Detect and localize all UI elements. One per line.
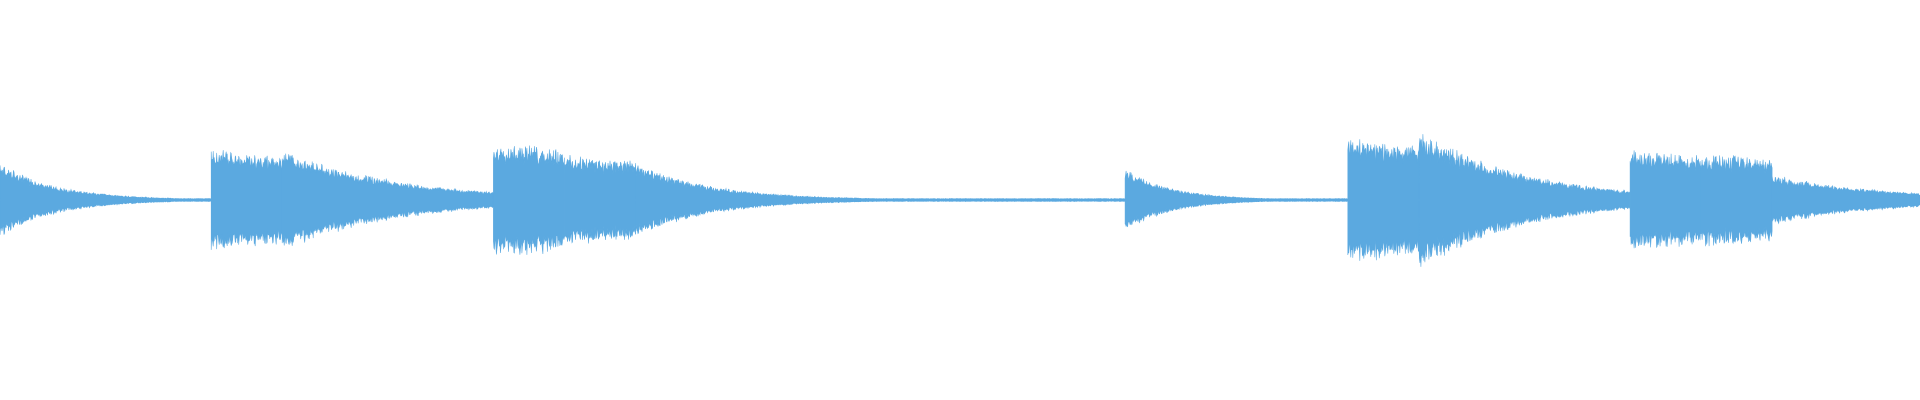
waveform-segment-4 [564,154,636,244]
waveform-segment-9 [1629,150,1702,249]
waveform-segment-10 [1700,155,1773,247]
waveform-segments [0,134,1920,267]
